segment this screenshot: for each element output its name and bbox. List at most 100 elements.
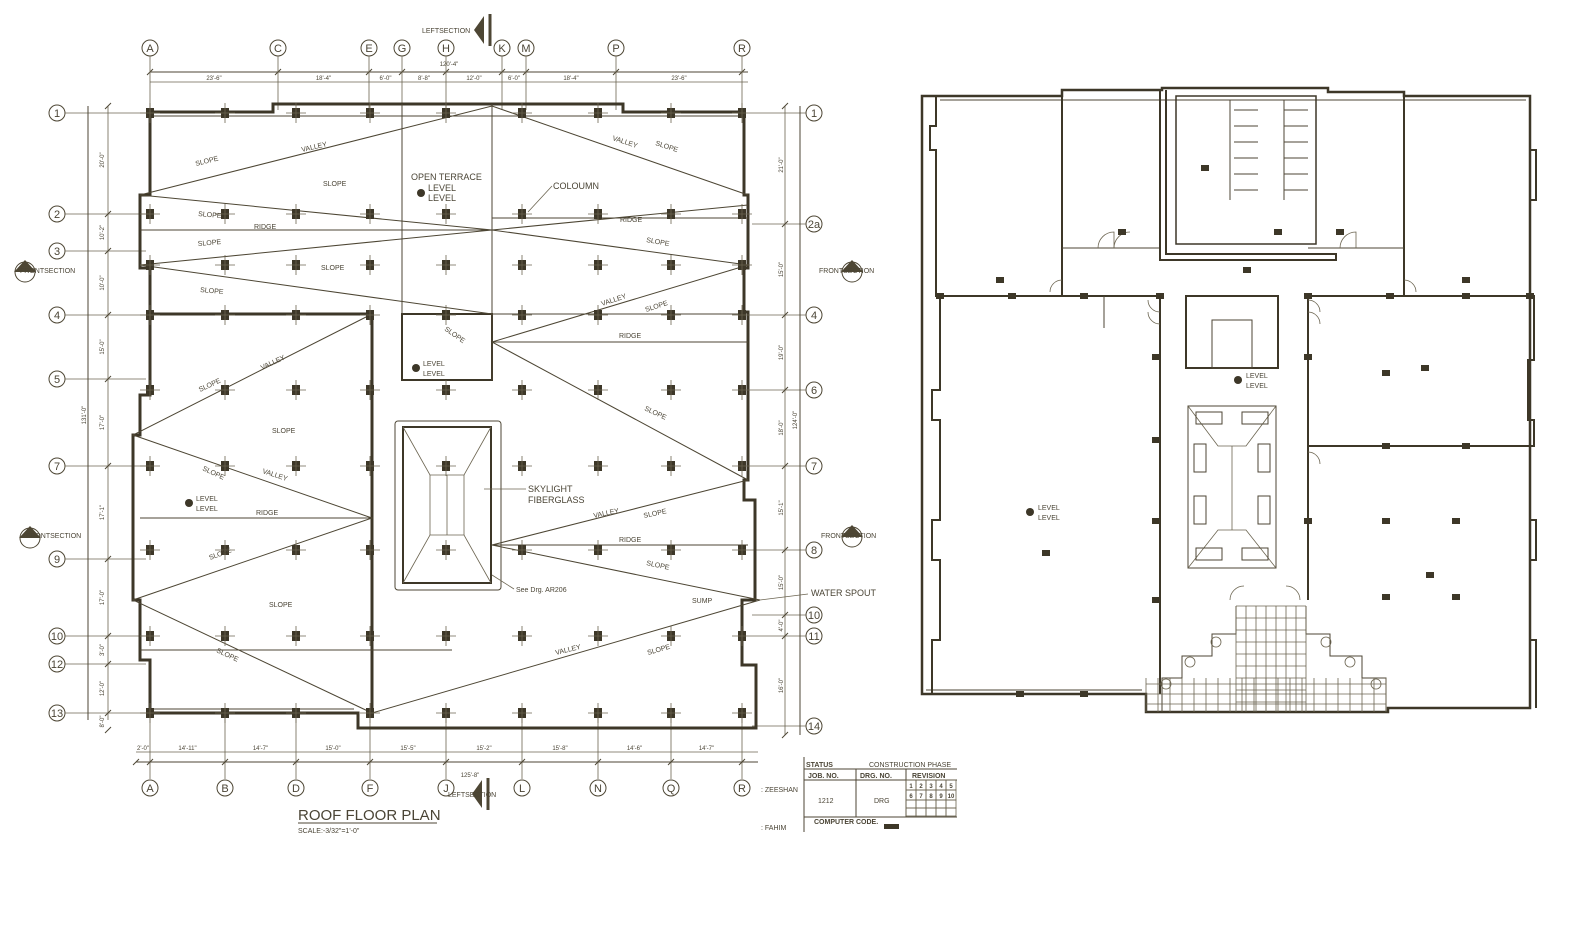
- column-marker: [1274, 229, 1282, 235]
- grid-bubble-right-8: 8: [805, 541, 823, 559]
- column-marker: [1152, 518, 1160, 524]
- column-marker: [1016, 691, 1024, 697]
- revision-number: 6: [909, 794, 913, 800]
- revision-number: 4: [939, 784, 943, 790]
- revision-number: 7: [919, 794, 923, 800]
- column-marker: [1152, 597, 1160, 603]
- column-marker: [1304, 354, 1312, 360]
- grid-bubble-left-4-label: 4: [54, 310, 60, 322]
- grid-bubble-top-R: R: [733, 39, 751, 57]
- water-spout-label: WATER SPOUT: [811, 588, 877, 598]
- grid-bubble-bottom-R-label: R: [738, 783, 746, 795]
- column-marker: [1336, 229, 1344, 235]
- top-dim: 6'-0": [508, 76, 520, 82]
- checked-by: : FAHIM: [761, 825, 786, 832]
- column-marker: [1382, 518, 1390, 524]
- front-section-label: FRONTSECTION: [26, 533, 81, 540]
- grid-bubble-left-13: 13: [48, 704, 66, 722]
- bottom-dim: 15'-2": [476, 746, 491, 752]
- grid-bubble-bottom-D-label: D: [292, 783, 300, 795]
- open-terrace-label: OPEN TERRACE: [411, 172, 482, 182]
- bottom-overall-dim: 125'-8": [461, 773, 480, 779]
- grid-bubble-right-4: 4: [805, 306, 823, 324]
- left-dim: 17'-0": [100, 415, 106, 430]
- grid-bubble-left-12: 12: [48, 655, 66, 673]
- column-marker: [1243, 267, 1251, 273]
- roof-annotations: SLOPE VALLEY SLOPE VALLEY SLOPE OPEN TER…: [185, 135, 877, 664]
- computer-code-label: COMPUTER CODE.: [814, 819, 878, 826]
- left-dim: 10'-2": [100, 225, 106, 240]
- grid-bubble-right-7: 7: [805, 457, 823, 475]
- column-label: COLOUMN: [553, 181, 599, 191]
- column-marker: [1304, 518, 1312, 524]
- level-label: LEVEL: [428, 193, 456, 203]
- grid-bubble-left-9: 9: [48, 550, 66, 568]
- slope-label: SLOPE: [198, 211, 222, 220]
- right-dim: 15'-0": [779, 575, 785, 590]
- grid-bubble-left-1-label: 1: [54, 108, 60, 120]
- grid-bubble-top-G: G: [393, 39, 411, 57]
- slope-label: SLOPE: [198, 239, 222, 248]
- level-label: LEVEL: [196, 496, 218, 503]
- grid-bubble-bottom-N-label: N: [594, 783, 602, 795]
- right-dim: 4'-0": [779, 620, 785, 632]
- top-dim: 8'-8": [418, 76, 430, 82]
- column-marker: [1382, 594, 1390, 600]
- grid-bubble-bottom-F-label: F: [367, 783, 374, 795]
- grid-bubble-bottom-L: L: [513, 779, 531, 797]
- grid-bubble-bottom-A-label: A: [146, 783, 154, 795]
- grid-bubble-bottom-Q: Q: [662, 779, 680, 797]
- slope-label: SLOPE: [646, 560, 671, 572]
- top-overall-dim: 120'-4": [440, 62, 459, 68]
- level-label: LEVEL: [423, 361, 445, 368]
- left-dim: 10'-0": [100, 275, 106, 290]
- ridge-label: RIDGE: [256, 510, 279, 517]
- front-section-label: FRONTSECTION: [819, 268, 874, 275]
- slope-label: SLOPE: [195, 155, 220, 168]
- grid-bubble-right-10: 10: [805, 606, 823, 624]
- bottom-dim: 15'-0": [325, 746, 340, 752]
- grid-bubble-left-1: 1: [48, 104, 66, 122]
- ridge-label: RIDGE: [619, 333, 642, 340]
- phase-label: CONSTRUCTION PHASE: [869, 762, 951, 769]
- grid-bubble-bottom-J: J: [437, 779, 455, 797]
- grid-bubble-left-2: 2: [48, 205, 66, 223]
- level-label: LEVEL: [1246, 373, 1268, 380]
- grid-bubble-top-G-label: G: [398, 43, 407, 55]
- drg-no-label: DRG. NO.: [860, 773, 892, 780]
- level-label: LEVEL: [196, 506, 218, 513]
- grid-bubble-top-E-label: E: [365, 43, 372, 55]
- right-dim: 15'-0": [779, 262, 785, 277]
- grid-bubble-top-M: M: [517, 39, 535, 57]
- plan-scale: SCALE:-3/32"=1'-0": [298, 828, 360, 835]
- top-dim: 6'-0": [380, 76, 392, 82]
- grid-bubble-right-6-label: 6: [811, 385, 817, 397]
- top-dim: 18'-4": [563, 76, 578, 82]
- ridge-label: RIDGE: [619, 537, 642, 544]
- grid-bubble-left-4: 4: [48, 306, 66, 324]
- column-marker: [1382, 443, 1390, 449]
- top-dim: 12'-0": [466, 76, 481, 82]
- column-marker: [1042, 550, 1050, 556]
- left-dim: 15'-0": [100, 339, 106, 354]
- plan-title: ROOF FLOOR PLAN: [298, 807, 441, 824]
- slope-label: SLOPE: [647, 644, 672, 657]
- grid-bubble-left-7: 7: [48, 457, 66, 475]
- grid-bubble-bottom-N: N: [589, 779, 607, 797]
- grid-bubble-right-14-label: 14: [808, 721, 820, 733]
- left-section-label: LEFTSECTION: [448, 792, 496, 799]
- slope-label: SLOPE: [646, 237, 671, 248]
- column-marker: [1382, 370, 1390, 376]
- right-dim: 19'-0": [779, 345, 785, 360]
- slope-label: SLOPE: [272, 428, 296, 435]
- grid-bubble-top-H-label: H: [442, 43, 450, 55]
- column-marker: [1386, 293, 1394, 299]
- grid-bubble-top-A-label: A: [146, 43, 154, 55]
- level-label: LEVEL: [1246, 383, 1268, 390]
- top-dim: 23'-6": [206, 76, 221, 82]
- bottom-dim: 14'-6": [627, 746, 642, 752]
- grid-bubble-right-6: 6: [805, 381, 823, 399]
- column-marker: [1426, 572, 1434, 578]
- ridge-label: RIDGE: [620, 217, 643, 224]
